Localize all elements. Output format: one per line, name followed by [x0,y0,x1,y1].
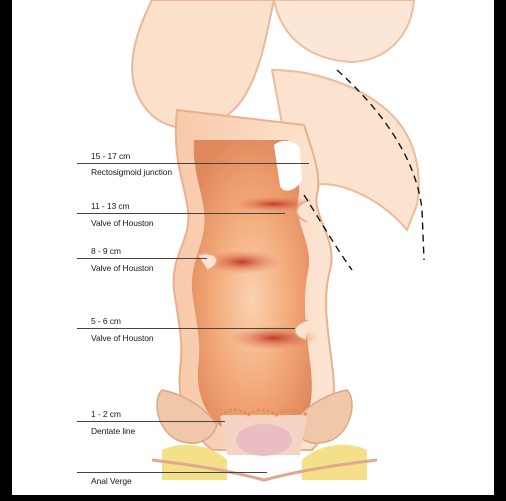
leader-line-valve-lower [77,328,295,329]
label-distance-valve-upper: 11 - 13 cm [91,201,130,211]
label-name-rectosigmoid: Rectosigmoid junction [91,167,172,177]
label-name-dentate: Dentate line [91,426,135,436]
label-name-valve-middle: Valve of Houston [91,263,154,273]
label-distance-rectosigmoid: 15 - 17 cm [91,151,130,161]
sigmoid-loop-right [274,0,414,62]
label-name-valve-lower: Valve of Houston [91,333,154,343]
leader-line-rectosigmoid [77,163,309,164]
leader-line-dentate [77,421,225,422]
label-name-anal-verge: Anal Verge [91,476,132,486]
anal-canal [236,424,292,456]
diagram-panel: 15 - 17 cm Rectosigmoid junction 11 - 13… [12,0,494,495]
leader-line-valve-upper [77,213,285,214]
leader-line-valve-middle [77,258,207,259]
label-distance-valve-lower: 5 - 6 cm [91,316,121,326]
label-distance-valve-middle: 8 - 9 cm [91,246,121,256]
sigmoid-loop-left [132,0,274,128]
label-name-valve-upper: Valve of Houston [91,218,154,228]
leader-line-anal-verge [77,472,267,473]
label-distance-dentate: 1 - 2 cm [91,409,121,419]
